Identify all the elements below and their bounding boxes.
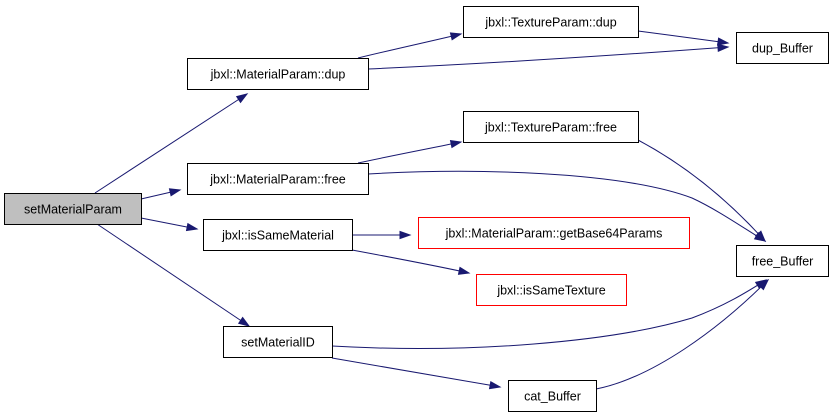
edge-arrowhead <box>457 266 471 275</box>
edge-arrowhead <box>717 43 730 52</box>
node-label: jbxl::MaterialParam::getBase64Params <box>445 227 663 241</box>
edge-mp_dup-to-tp_dup <box>357 32 463 59</box>
edge-arrowhead <box>168 188 182 197</box>
node-box[interactable] <box>463 6 639 38</box>
edge-arrowhead <box>399 230 412 240</box>
edge-arrowhead <box>237 316 251 327</box>
node-label: cat_Buffer <box>524 390 581 404</box>
node-isSameTexture[interactable]: jbxl::isSameTexture <box>476 274 627 306</box>
edge-line <box>595 279 769 390</box>
edge-line <box>357 141 462 164</box>
edge-line <box>637 139 766 242</box>
node-box[interactable] <box>736 245 829 277</box>
node-isSameMaterial[interactable]: jbxl::isSameMaterial <box>203 219 353 251</box>
node-cat_Buffer[interactable]: cat_Buffer <box>508 380 597 412</box>
node-box[interactable] <box>223 326 333 358</box>
edge-tp_dup-to-dup_Buffer <box>637 30 730 46</box>
node-label: dup_Buffer <box>752 42 813 56</box>
edge-arrowhead <box>449 32 463 41</box>
edge-line <box>331 357 501 388</box>
node-label: setMaterialID <box>241 336 315 350</box>
node-setMaterialParam[interactable]: setMaterialParam <box>4 193 142 225</box>
edge-tp_free-to-free_Buffer <box>637 139 767 243</box>
node-label: setMaterialParam <box>24 203 122 217</box>
node-box[interactable] <box>203 219 353 251</box>
edge-cat_Buffer-to-free_Buffer <box>595 278 770 390</box>
edge-setMaterialParam-to-mp_free <box>140 188 182 200</box>
edge-arrowhead <box>717 37 730 46</box>
node-box[interactable] <box>187 163 369 195</box>
node-label: jbxl::isSameTexture <box>496 284 605 298</box>
edges-layer <box>94 30 770 390</box>
edge-setMaterialParam-to-isSameMaterial <box>140 217 199 232</box>
edge-arrowhead <box>235 93 249 104</box>
edge-arrowhead <box>185 222 199 232</box>
edge-arrowhead <box>449 140 463 149</box>
edge-line <box>96 223 250 327</box>
edge-setMaterialID-to-cat_Buffer <box>331 357 502 390</box>
node-box[interactable] <box>4 193 142 225</box>
node-tp_dup[interactable]: jbxl::TextureParam::dup <box>463 6 639 38</box>
edge-line <box>357 33 462 59</box>
node-label: jbxl::MaterialParam::free <box>209 173 346 187</box>
node-mp_free[interactable]: jbxl::MaterialParam::free <box>187 163 369 195</box>
edge-line <box>94 93 248 194</box>
node-free_Buffer[interactable]: free_Buffer <box>736 245 829 277</box>
edge-setMaterialParam-to-mp_dup <box>94 93 249 194</box>
edge-isSameMaterial-to-getBase64Params <box>352 230 412 240</box>
node-label: free_Buffer <box>752 255 814 269</box>
node-setMaterialID[interactable]: setMaterialID <box>223 326 333 358</box>
node-label: jbxl::TextureParam::dup <box>484 16 616 30</box>
node-box[interactable] <box>463 111 639 143</box>
edge-arrowhead <box>757 278 770 291</box>
edge-line <box>367 170 766 242</box>
node-dup_Buffer[interactable]: dup_Buffer <box>736 32 829 64</box>
edge-isSameMaterial-to-isSameTexture <box>351 249 471 275</box>
node-getBase64Params[interactable]: jbxl::MaterialParam::getBase64Params <box>418 217 690 249</box>
node-tp_free[interactable]: jbxl::TextureParam::free <box>463 111 639 143</box>
node-label: jbxl::TextureParam::free <box>484 121 617 135</box>
node-box[interactable] <box>508 380 597 412</box>
node-box[interactable] <box>736 32 829 64</box>
node-label: jbxl::isSameMaterial <box>221 229 334 243</box>
edge-arrowhead <box>754 230 767 243</box>
edge-mp_dup-to-dup_Buffer <box>367 43 730 70</box>
edge-line <box>331 279 767 349</box>
edge-setMaterialParam-to-setMaterialID <box>96 223 251 327</box>
node-box[interactable] <box>418 217 690 249</box>
node-box[interactable] <box>476 274 627 306</box>
nodes-layer: setMaterialParam jbxl::MaterialParam::dup… <box>4 6 829 412</box>
node-box[interactable] <box>187 58 369 90</box>
node-mp_dup[interactable]: jbxl::MaterialParam::dup <box>187 58 369 90</box>
node-label: jbxl::MaterialParam::dup <box>210 68 346 82</box>
edge-line <box>637 30 729 44</box>
edge-arrowhead <box>488 380 502 390</box>
edge-line <box>367 46 729 70</box>
edge-line <box>351 249 470 274</box>
edge-mp_free-to-tp_free <box>357 140 463 164</box>
